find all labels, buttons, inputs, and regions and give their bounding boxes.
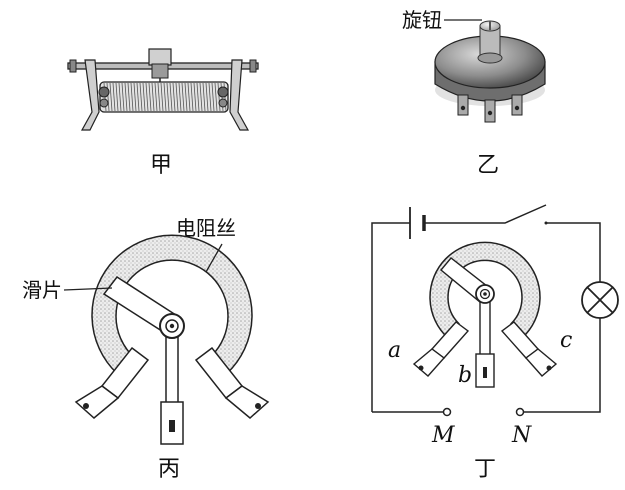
caption-yi: 乙	[477, 153, 499, 178]
terminal-left	[74, 346, 150, 419]
resistance-wire-ring	[91, 234, 253, 375]
slide-rheostat: 甲	[67, 48, 259, 178]
caption-ding: 丁	[474, 457, 496, 482]
point-n-label: N	[511, 423, 532, 448]
caption-bing: 丙	[158, 457, 180, 482]
rotary-potentiometer: 旋钮 乙	[402, 8, 546, 178]
terminal-c-label: c	[560, 328, 572, 353]
circuit-diagram: a b c M N 丁	[371, 204, 619, 482]
terminal-b-lug	[475, 299, 495, 388]
slider-label: 滑片	[22, 278, 62, 302]
caption-jia: 甲	[150, 153, 172, 178]
slider-block	[148, 48, 172, 86]
switch-contact	[544, 221, 548, 225]
terminal-b-label: b	[458, 363, 472, 388]
terminal-a-label: a	[388, 338, 401, 363]
point-n-node	[515, 407, 525, 417]
battery-symbol	[409, 207, 426, 239]
slider-leader	[63, 287, 113, 291]
terminal-a-lug	[412, 321, 470, 377]
terminal-c-lug	[500, 321, 558, 377]
lamp-symbol	[581, 281, 619, 319]
circuit-wire	[371, 204, 601, 413]
wire-leader	[205, 243, 223, 273]
knob	[477, 20, 503, 64]
terminal-right	[194, 346, 270, 419]
terminal-center	[160, 329, 184, 445]
resistance-wire-label: 电阻丝	[176, 216, 236, 240]
point-m-node	[442, 407, 452, 417]
knob-label: 旋钮	[402, 8, 442, 32]
rheostat-schematic: 电阻丝 滑片 丙	[22, 216, 270, 482]
point-m-label: M	[431, 423, 455, 448]
